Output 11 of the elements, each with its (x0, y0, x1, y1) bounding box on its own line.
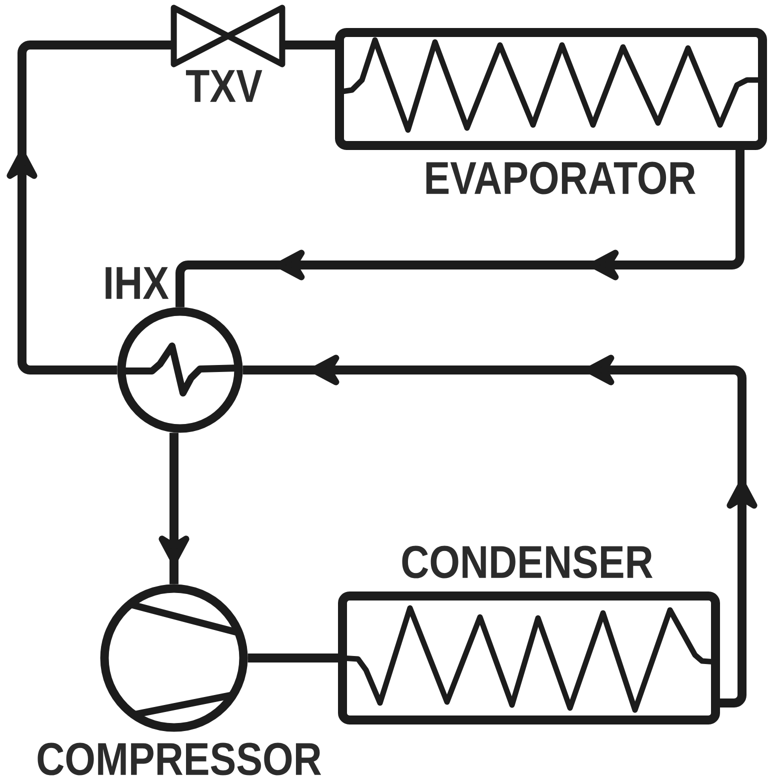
connector-line (248, 654, 338, 662)
component-label: EVAPORATOR (426, 162, 696, 194)
arrow (242, 354, 758, 708)
arrow (158, 432, 190, 584)
connector-line (282, 40, 335, 50)
component-label: IHX (106, 267, 169, 299)
component-label: TXV (186, 70, 262, 102)
arrow (176, 150, 744, 308)
component-label: COMPRESSOR (38, 742, 322, 776)
component-label: CONDENSER (402, 546, 653, 578)
arrow (6, 40, 174, 374)
